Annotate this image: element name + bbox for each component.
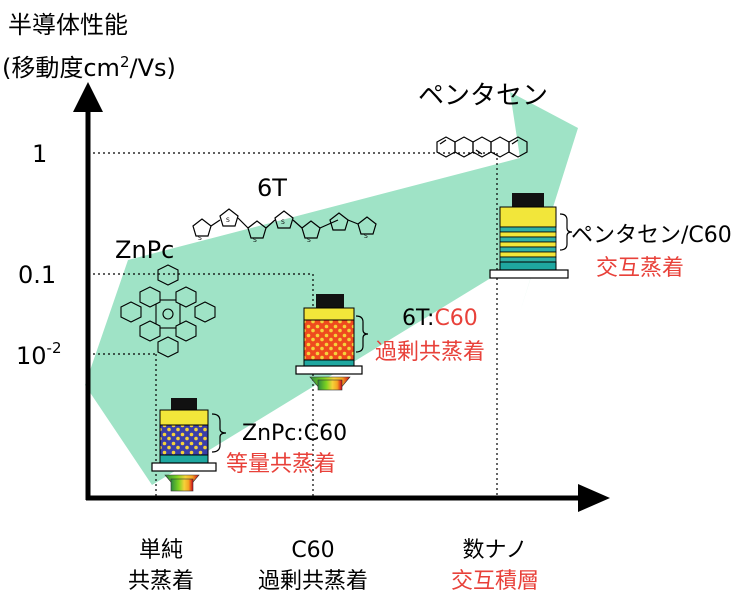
y-axis-title-line1: 半導体性能 bbox=[8, 11, 128, 39]
svg-text:S: S bbox=[253, 237, 257, 244]
device-pentacene-c60-method: 交互蒸着 bbox=[596, 256, 684, 281]
y-tick-1e-2: 10-2 bbox=[16, 339, 62, 370]
svg-text:S: S bbox=[364, 233, 368, 240]
6t-molecule: S S S S S S bbox=[192, 208, 377, 244]
material-6t-label: 6T bbox=[257, 174, 287, 202]
device-znpc-c60-name: ZnPc:C60 bbox=[242, 421, 347, 446]
svg-text:S: S bbox=[198, 235, 202, 242]
svg-text:S: S bbox=[307, 237, 311, 244]
device-6t-c60-name: 6T:C60 bbox=[402, 306, 478, 331]
x-category-2-line1: C60 bbox=[291, 538, 334, 563]
y-tick-1: 1 bbox=[32, 140, 47, 168]
material-znpc-label: ZnPc bbox=[115, 236, 174, 264]
x-category-2-line2: 過剰共蒸着 bbox=[258, 569, 368, 592]
device-pentacene-c60-name: ペンタセン/C60 bbox=[571, 223, 732, 248]
y-axis-title-line2: (移動度cm2/Vs) bbox=[2, 53, 176, 82]
device-pentacene-c60 bbox=[489, 193, 573, 279]
device-znpc-c60 bbox=[151, 398, 227, 492]
device-6t-c60-method: 過剰共蒸着 bbox=[375, 340, 485, 365]
device-znpc-c60-method: 等量共蒸着 bbox=[226, 452, 336, 477]
x-category-1-line2: 共蒸着 bbox=[128, 569, 194, 592]
x-category-3-line1: 数ナノ bbox=[463, 538, 528, 563]
x-category-1-line1: 単純 bbox=[139, 538, 183, 563]
svg-text:S: S bbox=[281, 219, 285, 226]
progress-arrow bbox=[85, 92, 578, 485]
y-tick-0-1: 0.1 bbox=[18, 261, 56, 289]
svg-text:S: S bbox=[226, 217, 230, 224]
pentacene-label: ペンタセン bbox=[418, 81, 548, 111]
axes bbox=[73, 82, 610, 512]
device-6t-c60 bbox=[295, 294, 369, 391]
znpc-molecule bbox=[120, 264, 216, 358]
pentacene-molecule bbox=[436, 136, 528, 158]
x-category-3-line2: 交互積層 bbox=[451, 569, 539, 592]
guide-lines bbox=[88, 152, 498, 498]
